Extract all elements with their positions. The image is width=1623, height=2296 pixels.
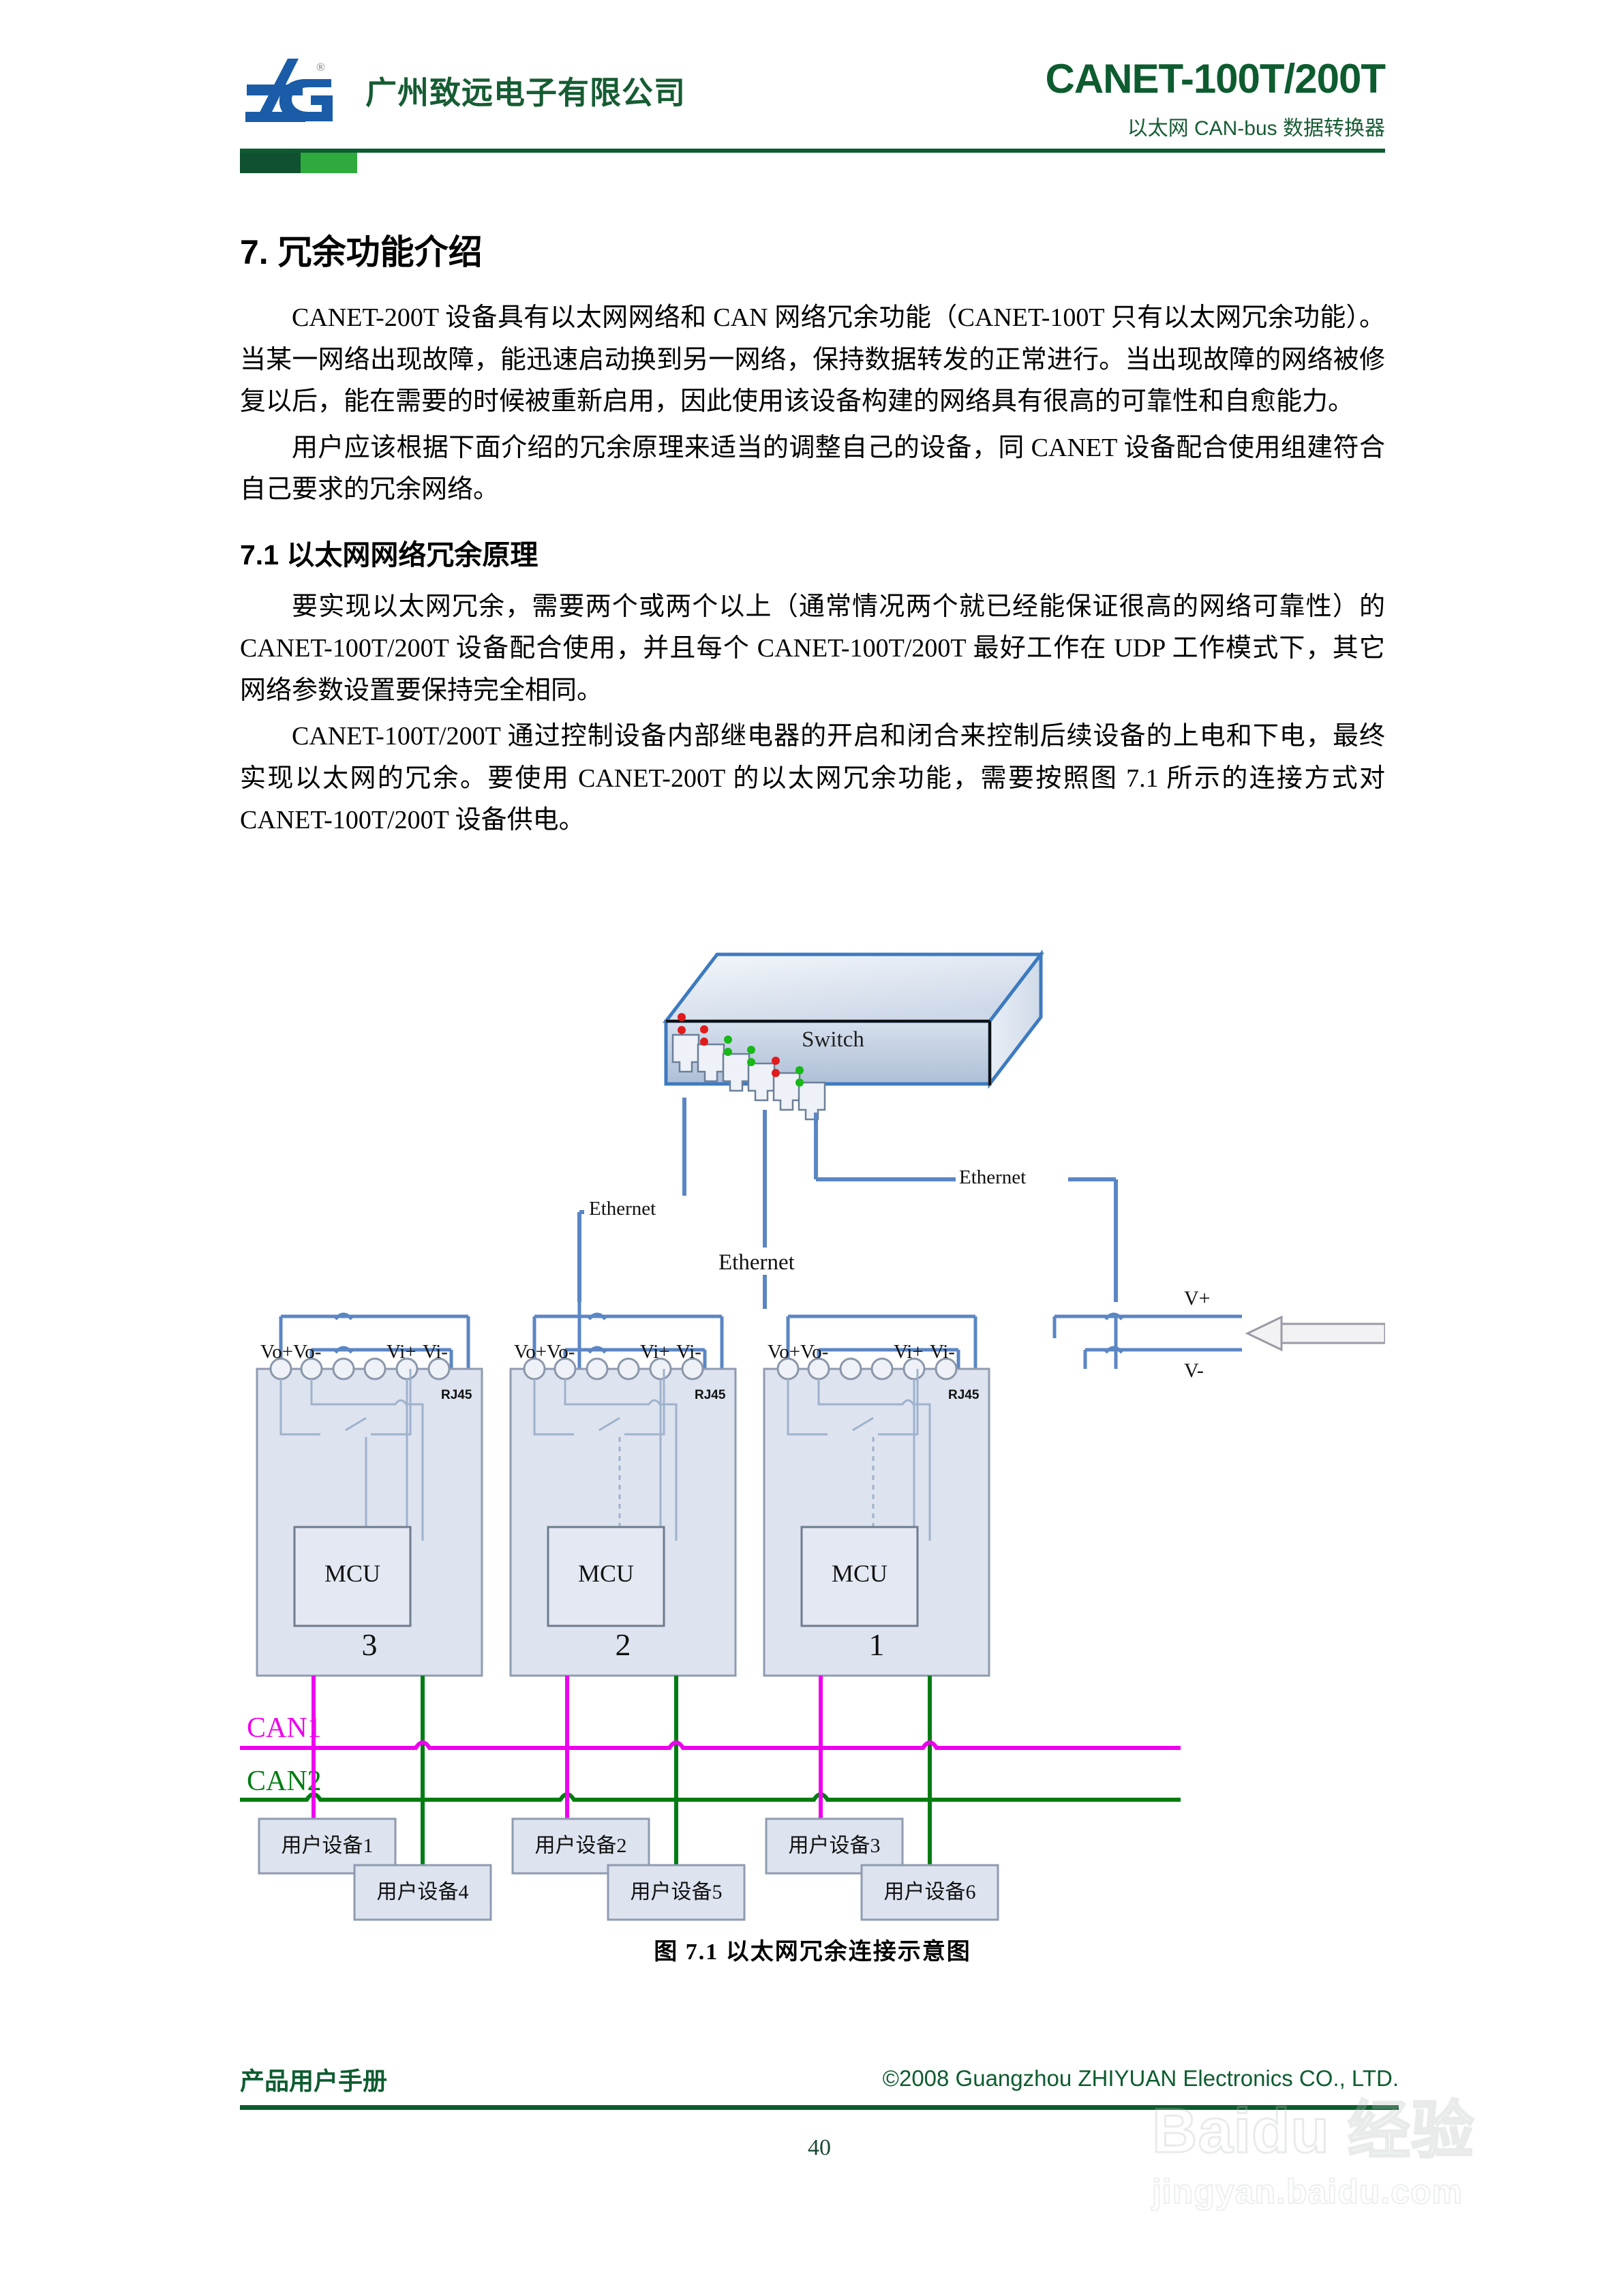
terminal-label-vo-minus: Vo- [293, 1341, 321, 1363]
page-number: 40 [808, 2135, 831, 2160]
device-unit-3: Vo+ Vo- Vi+ Vi- RJ45 MCU 3 [256, 1302, 581, 1677]
header-product-group: CANET-100T/200T 以太网 CAN-bus 数据转换器 [1045, 56, 1386, 141]
terminal-label-vi-minus: Vi- [676, 1341, 701, 1363]
product-subtitle: 以太网 CAN-bus 数据转换器 [1127, 117, 1385, 140]
terminal-label-vi-minus: Vi- [423, 1341, 448, 1363]
terminal-label-vi-plus: Vi+ [640, 1341, 670, 1363]
power-negative-label: V- [1184, 1359, 1204, 1382]
rj45-label-1: RJ45 [948, 1388, 980, 1402]
terminal-label-vi-minus: Vi- [930, 1341, 955, 1363]
power-positive-label: V+ [1184, 1287, 1211, 1310]
registered-mark: ® [316, 61, 325, 74]
can2-label: CAN2 [247, 1766, 322, 1797]
switch-led-group [678, 1013, 804, 1087]
page-footer: 产品用户手册 ©2008 Guangzhou ZHIYUAN Electroni… [240, 2061, 1399, 2160]
power-input-group: V+ V- [1052, 1287, 1385, 1382]
ethernet-label-2: Ethernet [718, 1250, 795, 1275]
user-device-row-bottom: 用户设备4 用户设备5 用户设备6 [353, 1864, 999, 1921]
ethernet-label-3: Ethernet [959, 1166, 1026, 1188]
figure-ethernet-redundancy: Switch [240, 941, 1385, 2004]
paragraph-4: CANET-100T/200T 通过控制设备内部继电器的开启和闭合来控制后续设备… [240, 722, 1385, 835]
terminal-label-vo-plus: Vo+ [514, 1341, 547, 1363]
ethernet-label-1: Ethernet [589, 1198, 656, 1220]
baidu-watermark: Baidu 经验 jingyan.baidu.com [1151, 2099, 1588, 2263]
can2-bus-line [240, 1792, 1181, 1802]
user-device-5-label: 用户设备5 [631, 1881, 723, 1903]
device-unit-1: Vo+ Vo- Vi+ Vi- RJ45 MCU 1 [763, 1314, 990, 1677]
document-content: 7. 冗余功能介绍 CANET-200T 设备具有以太网网络和 CAN 网络冗余… [240, 225, 1385, 846]
footer-manual-label: 产品用户手册 [240, 2067, 388, 2095]
section-heading: 7. 冗余功能介绍 [240, 233, 483, 271]
terminal-label-vo-minus: Vo- [800, 1341, 828, 1363]
product-title: CANET-100T/200T [1045, 56, 1386, 102]
header-brand-group: ® 广州致远电子有限公司 [240, 53, 686, 128]
zlg-logo-icon: ® [240, 53, 349, 128]
terminal-label-vo-plus: Vo+ [768, 1341, 800, 1363]
paragraph-1: CANET-200T 设备具有以太网网络和 CAN 网络冗余功能（CANET-1… [240, 303, 1385, 417]
swatch-dark [240, 153, 301, 173]
user-device-1-label: 用户设备1 [282, 1834, 374, 1857]
figure-caption: 图 7.1 以太网冗余连接示意图 [654, 1939, 971, 1965]
user-device-3-label: 用户设备3 [789, 1834, 881, 1857]
device-number-3: 3 [362, 1627, 378, 1662]
device-number-1: 1 [869, 1627, 885, 1662]
footer-divider [240, 2105, 1399, 2110]
rj45-label-3: RJ45 [441, 1388, 472, 1402]
page-header: ® 广州致远电子有限公司 CANET-100T/200T 以太网 CAN-bus… [240, 53, 1386, 169]
header-color-swatch [240, 153, 357, 173]
terminal-label-vi-plus: Vi+ [894, 1341, 924, 1363]
switch-label: Switch [802, 1027, 864, 1052]
terminal-label-vi-plus: Vi+ [386, 1341, 416, 1363]
user-device-4-label: 用户设备4 [377, 1881, 469, 1903]
mcu-label-3: MCU [324, 1560, 380, 1587]
header-divider [240, 149, 1385, 153]
terminal-label-vo-minus: Vo- [547, 1341, 575, 1363]
can1-bus-line [240, 1740, 1181, 1750]
paragraph-2: 用户应该根据下面介绍的冗余原理来适当的调整自己的设备，同 CANET 设备配合使… [240, 433, 1385, 504]
subsection-heading: 7.1 以太网网络冗余原理 [240, 539, 539, 571]
user-device-6-label: 用户设备6 [884, 1881, 976, 1903]
rj45-label-2: RJ45 [695, 1388, 726, 1402]
mcu-label-2: MCU [578, 1560, 634, 1587]
can1-label: CAN1 [247, 1712, 322, 1744]
footer-copyright: ©2008 Guangzhou ZHIYUAN Electronics CO.,… [882, 2066, 1399, 2091]
device-number-2: 2 [616, 1627, 631, 1662]
user-device-2-label: 用户设备2 [535, 1834, 627, 1857]
swatch-light [301, 153, 357, 173]
company-name: 广州致远电子有限公司 [365, 75, 686, 110]
watermark-line-2: jingyan.baidu.com [1151, 2172, 1463, 2211]
terminal-label-vo-plus: Vo+ [260, 1341, 293, 1363]
mcu-label-1: MCU [832, 1560, 888, 1587]
power-supply-arrow-icon [1245, 1315, 1385, 1352]
paragraph-3: 要实现以太网冗余，需要两个或两个以上（通常情况两个就已经能保证很高的网络可靠性）… [240, 592, 1385, 705]
network-switch-graphic: Switch [662, 949, 1045, 1121]
device-unit-2: Vo+ Vo- Vi+ Vi- RJ45 MCU 2 [509, 1312, 737, 1677]
